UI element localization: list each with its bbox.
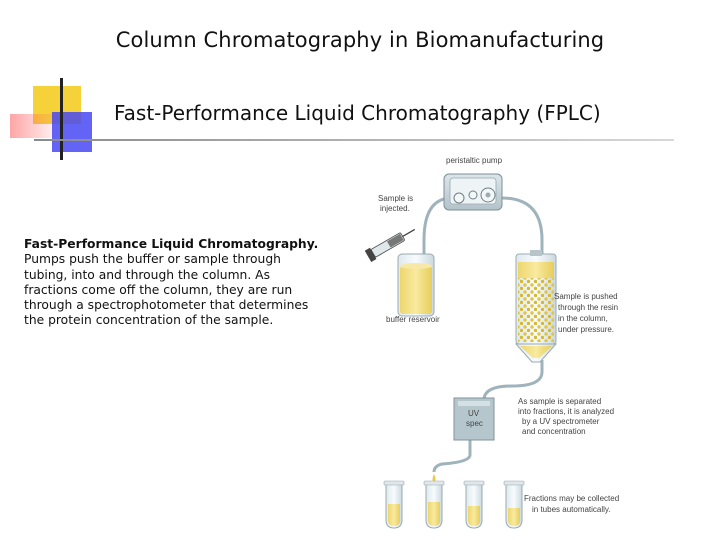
body-lead: Fast-Performance Liquid Chromatography. (24, 237, 319, 251)
body-line: fractions come off the column, they are … (24, 282, 293, 297)
sample-injected-label-1: Sample is (378, 194, 413, 203)
chromatography-column (514, 250, 558, 363)
uv-spectrometer (453, 397, 495, 441)
deco-horizontal-rule (34, 139, 674, 141)
column-note-2: through the resin (558, 303, 618, 312)
syringe (364, 228, 416, 263)
body-line: Pumps push the buffer or sample through (24, 252, 281, 267)
fraction-note-1: As sample is separated (518, 397, 601, 406)
uv-label: UV (468, 409, 480, 418)
column-note-4: under pressure. (558, 325, 614, 334)
buffer-reservoir-label: buffer reservoir (386, 315, 440, 324)
body-line: the protein concentration of the sample. (24, 313, 274, 328)
tube-4 (503, 480, 525, 529)
tube-1 (383, 480, 405, 529)
deco-red-bar (10, 114, 58, 138)
buffer-reservoir (397, 253, 435, 317)
sample-injected-label-2: injected. (380, 204, 410, 213)
pump-label: peristaltic pump (446, 156, 503, 165)
fplc-diagram: peristaltic pump Sample is injected. buf… (364, 156, 619, 529)
column-note-3: in the column, (558, 314, 608, 323)
tube-2 (423, 480, 445, 529)
peristaltic-pump (443, 173, 503, 211)
collection-tubes (383, 480, 525, 529)
body-line: through a spectrophotometer that determi… (24, 298, 309, 313)
tube-column-to-uv (482, 360, 544, 401)
title-decoration (10, 78, 674, 160)
slide-header: Column Chromatography in Biomanufacturin… (115, 28, 605, 52)
tubes-note-2: in tubes automatically. (532, 505, 611, 514)
fraction-note-3: by a UV spectrometer (522, 417, 600, 426)
slide-title: Fast-Performance Liquid Chromatography (… (114, 101, 601, 125)
tubes-note-1: Fractions may be collected (524, 494, 619, 503)
tube-3 (463, 480, 485, 529)
deco-blue-square (52, 112, 92, 152)
spec-label: spec (466, 419, 483, 428)
fraction-note-2: into fractions, it is analyzed (518, 407, 614, 416)
body-line: tubing, into and through the column. As (24, 267, 270, 282)
deco-vertical-rule (60, 78, 63, 160)
column-note-1: Sample is pushed (554, 292, 618, 301)
fraction-note-4: and concentration (522, 427, 586, 436)
tube-pump-to-column (501, 196, 544, 256)
body-paragraph: Fast-Performance Liquid Chromatography. … (24, 237, 354, 329)
tube-uv-outlet (432, 440, 472, 473)
